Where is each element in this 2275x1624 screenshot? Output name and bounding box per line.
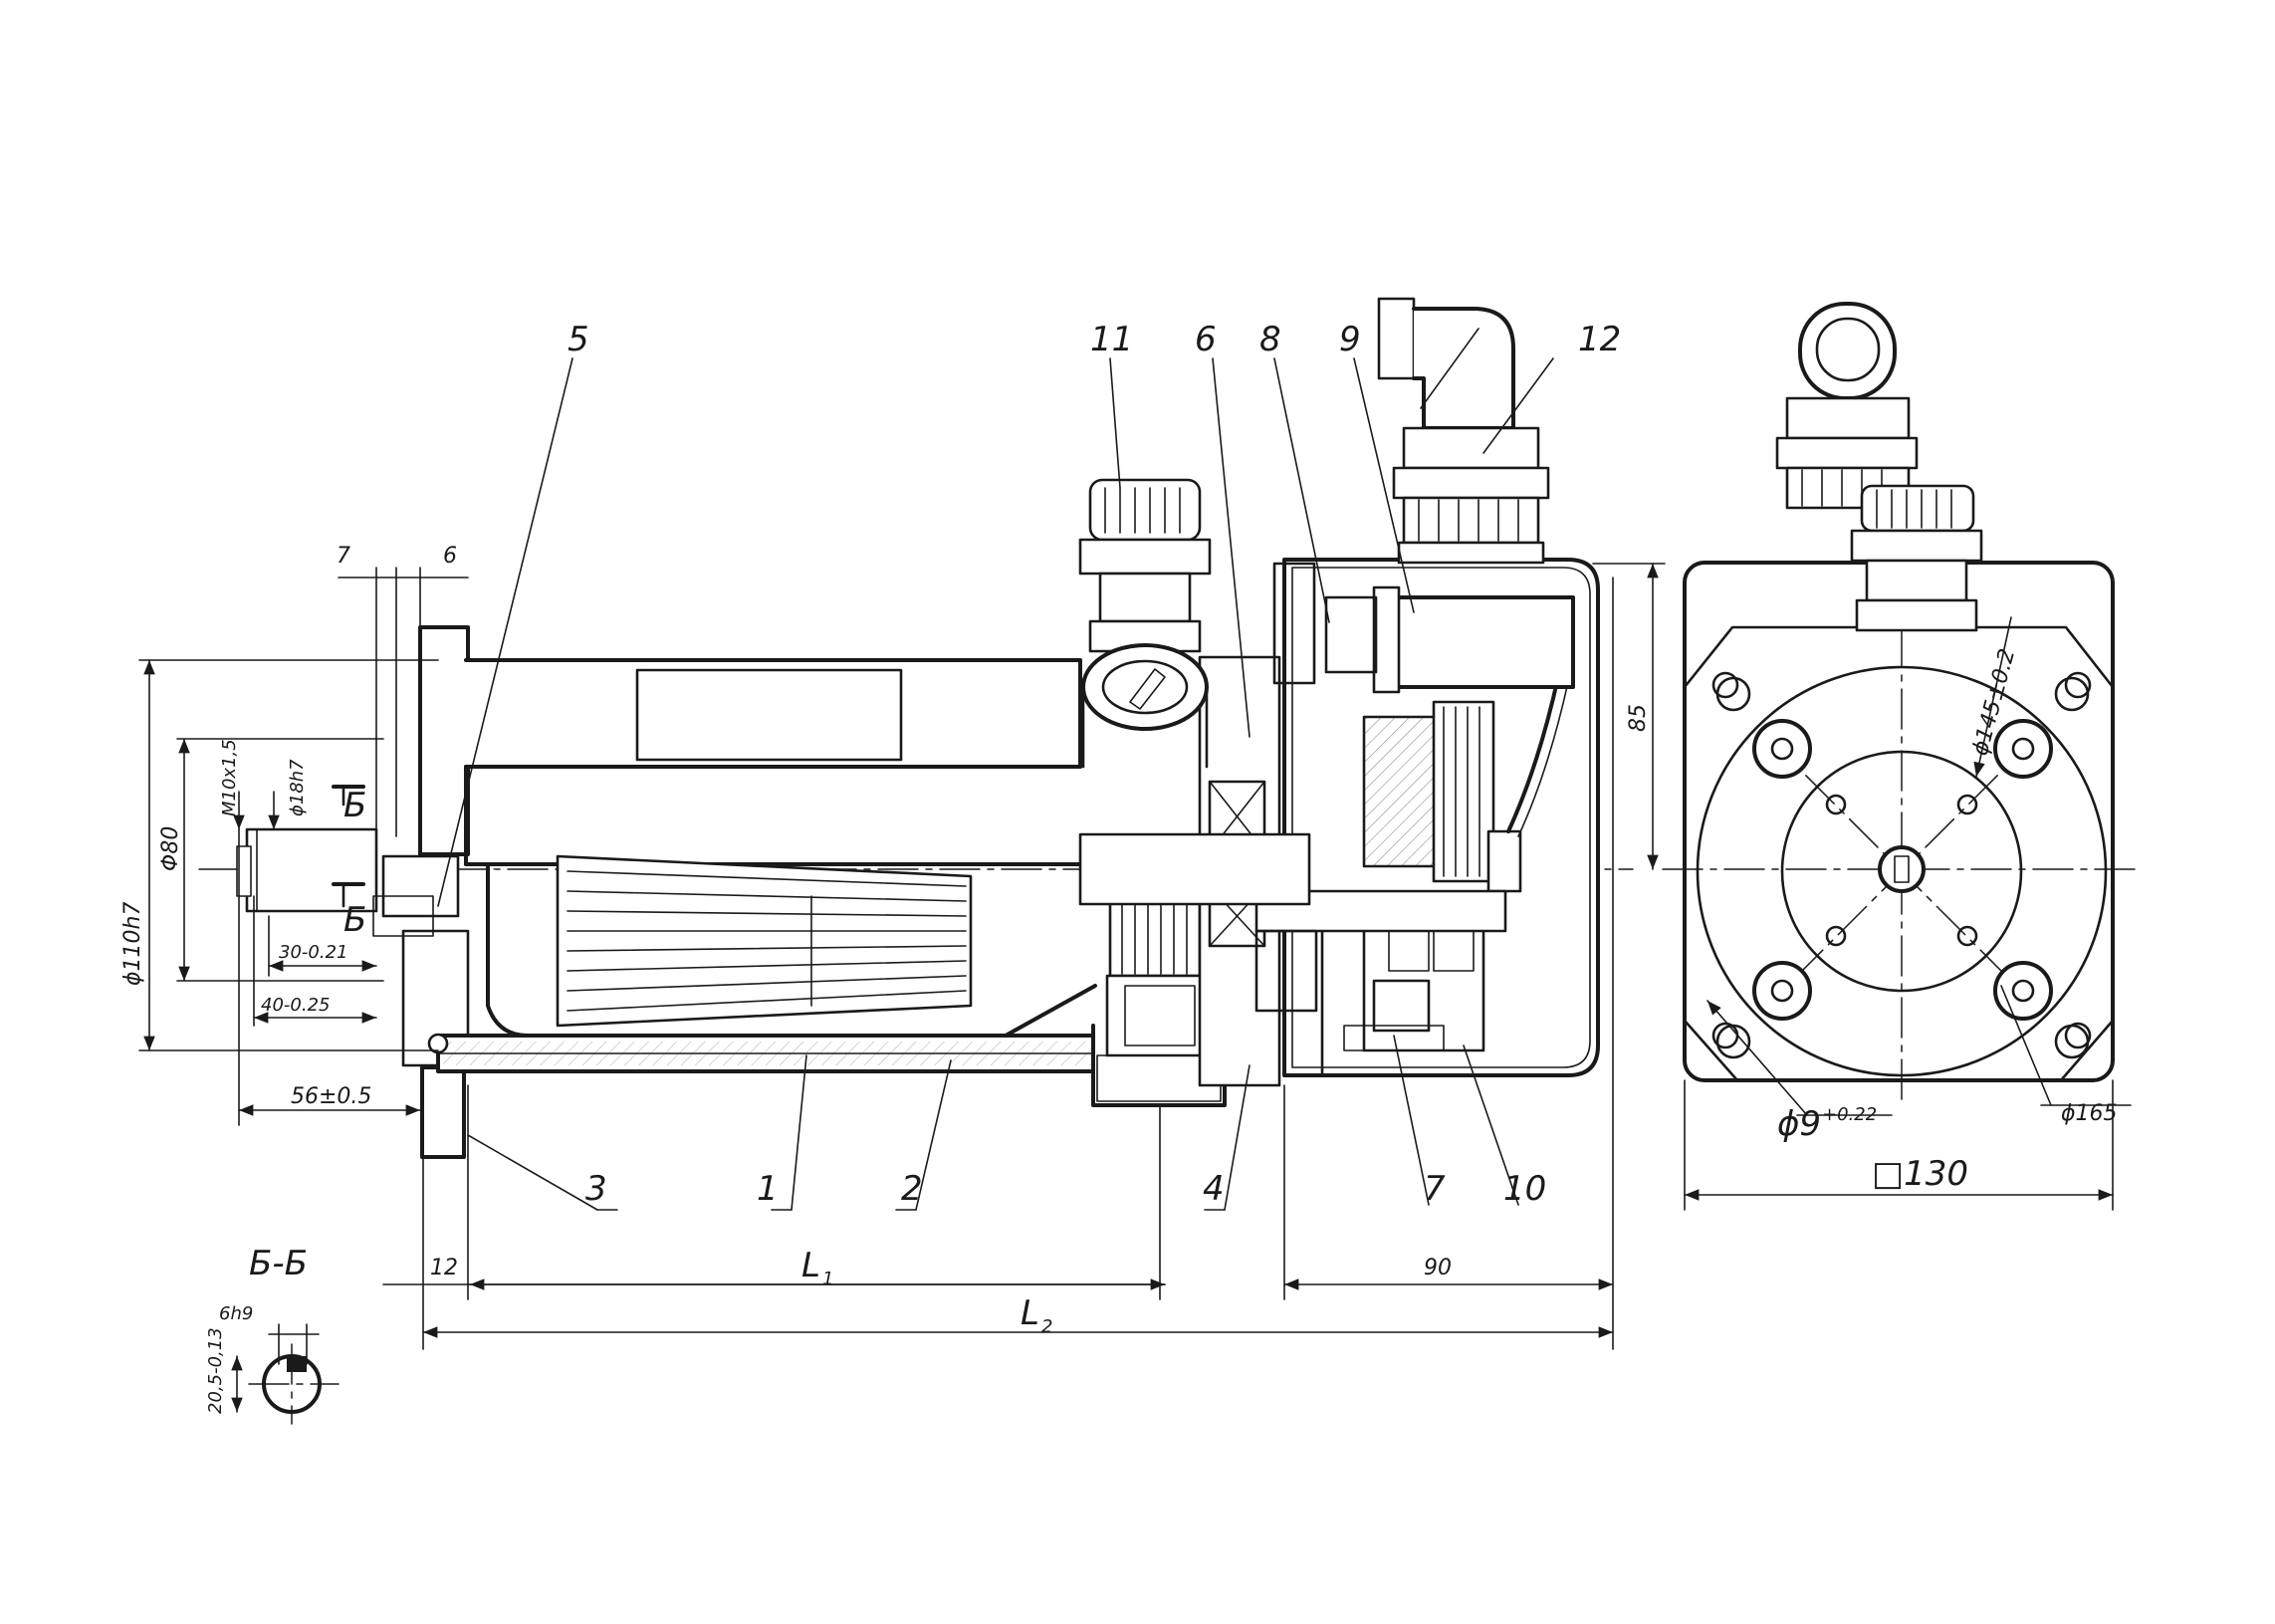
dim-L1: L [801,1246,820,1285]
stator-pack [556,854,973,1028]
callout-4: 4 [1203,1169,1225,1209]
callout-6: 6 [1195,320,1217,359]
dim-40: 40-0.25 [261,995,330,1016]
dim-thread: M10x1,5 [219,739,240,816]
section-title: Б-Б [249,1244,308,1283]
dim-7: 7 [337,544,350,569]
dim-hole-d9: ϕ9 [1777,1104,1821,1144]
section-mark-lower: Б [343,900,366,940]
dim-square130: □130 [1872,1154,1968,1194]
callout-numbers: 1 2 3 4 5 6 7 8 9 10 11 12 [568,320,1621,1209]
bolt-heads [1752,719,2053,1021]
callout-2: 2 [901,1169,923,1209]
dimension-texts: ϕ110h7 Φ80 M10x1,5 ϕ18h7 30-0.21 40-0.25… [120,544,2118,1414]
dim-6: 6 [443,544,457,569]
dim-30: 30-0.21 [279,942,347,963]
dim-L2: L [1021,1293,1039,1333]
connector-12 [1377,297,1550,565]
dim-d110: ϕ110h7 [120,902,145,986]
section-key-width: 6h9 [219,1303,253,1324]
dim-pcd165: ϕ165 [2061,1101,2118,1126]
brake-housing [1254,558,1600,1077]
callout-11: 11 [1090,320,1133,359]
callout-12: 12 [1578,320,1621,359]
dim-hole-tol: +0.22 [1822,1104,1877,1125]
callout-10: 10 [1503,1169,1546,1209]
callout-3: 3 [585,1169,607,1209]
tie-rod-tube [427,1033,1117,1073]
end-connectors [1775,302,1983,632]
dim-d80: Φ80 [158,826,183,871]
section-mark-upper: Б [343,786,366,825]
callout-9: 9 [1339,320,1361,359]
dim-56: 56±0.5 [291,1084,371,1109]
end-view [1662,302,2142,1106]
dim-d18: ϕ18h7 [287,759,308,816]
section-key-depth: 20,5-0,13 [205,1327,226,1414]
dim-L1-sub: 1 [822,1269,833,1289]
section-b-b [248,1343,340,1425]
main-shaft [1078,832,1311,906]
dimension-lines [138,563,2132,1413]
dim-90: 90 [1424,1256,1452,1280]
callout-7: 7 [1424,1169,1446,1209]
callout-5: 5 [568,320,589,359]
callout-1: 1 [757,1169,779,1209]
side-view [198,297,1634,1159]
dim-L2-sub: 2 [1041,1316,1052,1337]
dim-12: 12 [430,1256,458,1280]
connector-11 [1078,478,1212,769]
motor-housing [464,658,1202,1038]
callout-leaders [437,357,1554,1211]
shaft-end [236,827,434,937]
dim-85: 85 [1626,704,1651,732]
callout-8: 8 [1259,320,1281,359]
